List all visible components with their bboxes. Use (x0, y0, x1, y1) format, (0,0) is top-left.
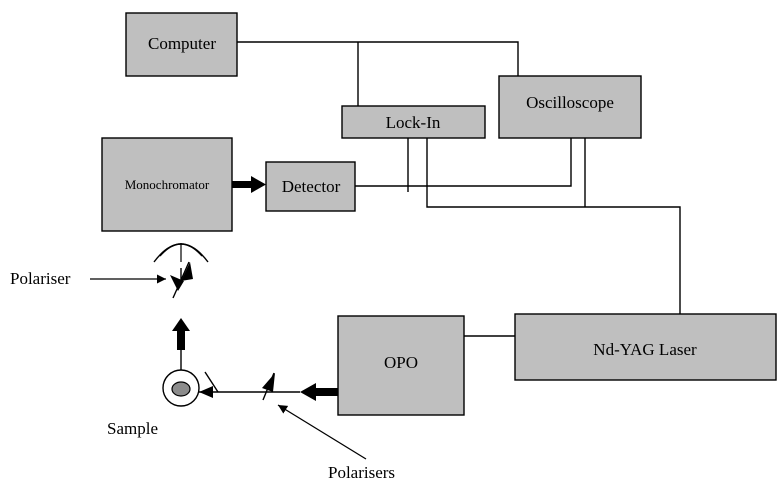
computer-label: Computer (148, 34, 216, 53)
detector-to-oscilloscope-wire (355, 138, 572, 187)
sample-holder (162, 369, 200, 407)
monochromator-label: Monochromator (125, 177, 210, 192)
monochromator-to-detector-arrow (232, 176, 266, 193)
polarisers-pointer-arrow (277, 404, 367, 460)
monochromator-block: Monochromator (101, 137, 233, 232)
lockin-label: Lock-In (386, 113, 441, 132)
mirror-element (204, 371, 219, 393)
sample-upward-arrow (172, 318, 190, 350)
computer-to-oscilloscope-wire (237, 41, 519, 76)
sample-to-mirror-arrowhead (199, 386, 213, 398)
oscilloscope-block: Oscilloscope (498, 75, 642, 139)
detector-label: Detector (282, 177, 341, 196)
polariser-element-beam (262, 372, 275, 401)
opo-output-arrow (300, 383, 338, 401)
oscilloscope-label: Oscilloscope (526, 93, 614, 112)
polariser-label: Polariser (10, 269, 71, 288)
signal-wires (180, 41, 681, 393)
lockin-block: Lock-In (341, 105, 486, 139)
detector-block: Detector (265, 161, 356, 212)
laser-label: Nd-YAG Laser (593, 340, 697, 359)
polariser-element-top (170, 261, 193, 299)
sample-label: Sample (107, 419, 158, 438)
computer-block: Computer (125, 12, 238, 77)
collecting-lens-icon (153, 243, 209, 263)
laser-block: Nd-YAG Laser (514, 313, 777, 381)
lockin-reference-wire (426, 138, 681, 314)
polarisers-label: Polarisers (328, 463, 395, 482)
opo-label: OPO (384, 353, 418, 372)
opo-block: OPO (337, 315, 465, 416)
